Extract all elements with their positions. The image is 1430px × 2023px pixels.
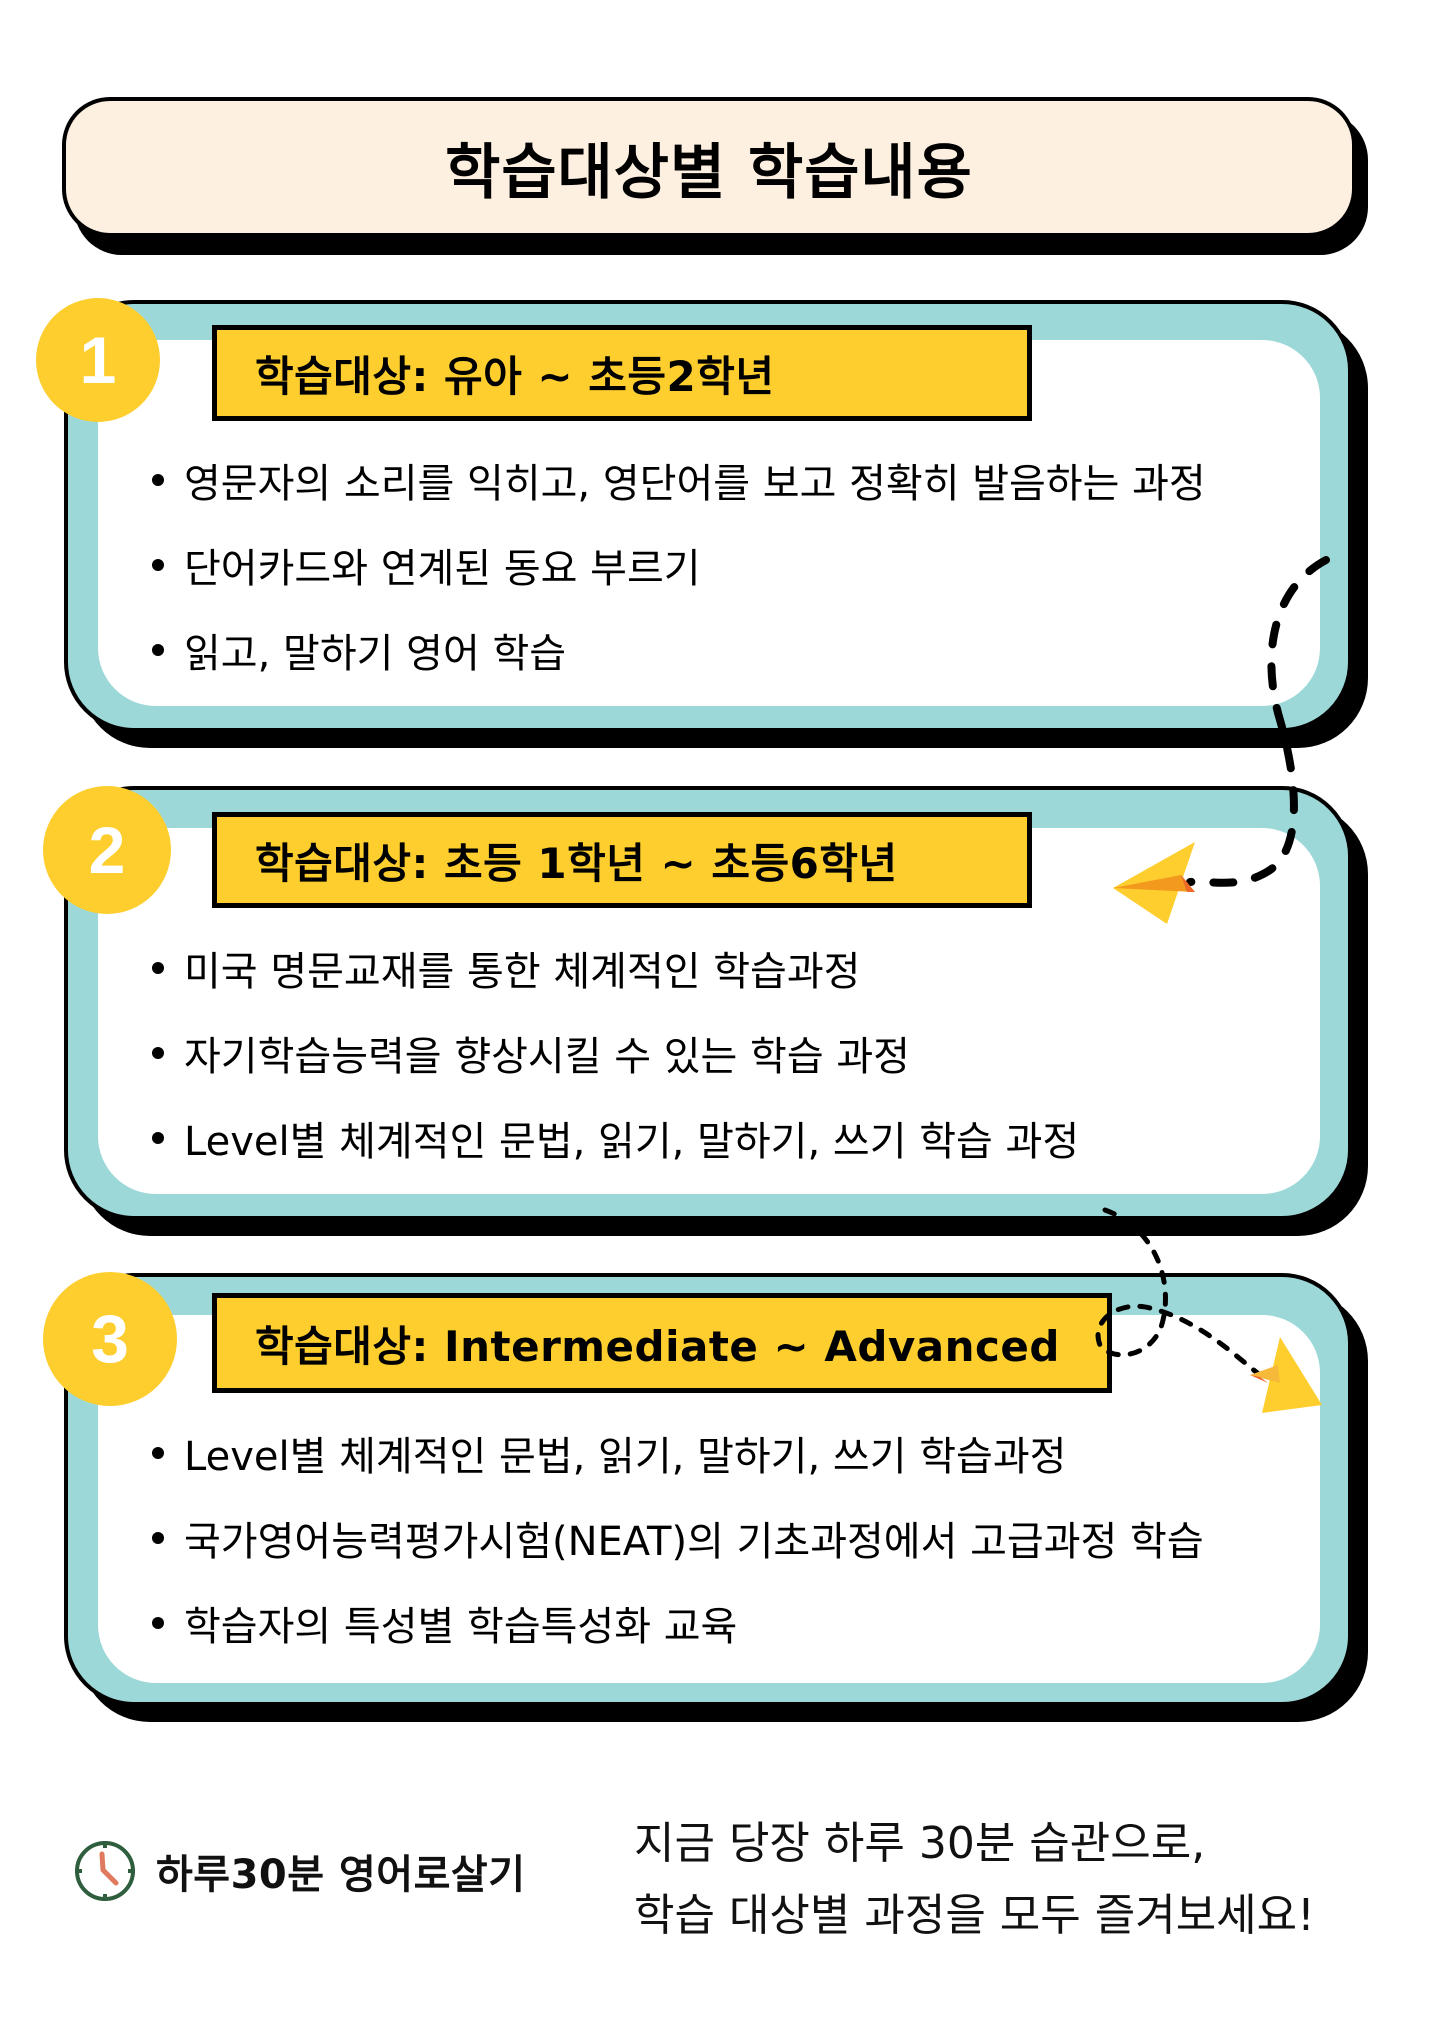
section-label-text: 학습대상: 유아 ~ 초등2학년	[255, 351, 775, 401]
bullet-icon	[152, 643, 164, 656]
slogan-line-1: 지금 당장 하루 30분 습관으로,	[634, 1818, 1206, 1869]
page-title: 학습대상별 학습내용	[445, 137, 973, 208]
list-item: 읽고, 말하기 영어 학습	[150, 607, 1206, 692]
clock-icon	[75, 1841, 135, 1901]
section-number-badge: 1	[36, 298, 160, 422]
bullet-icon	[152, 1616, 164, 1629]
bullet-icon	[152, 558, 164, 571]
bullet-icon	[152, 961, 164, 974]
list-item: 영문자의 소리를 익히고, 영단어를 보고 정확히 발음하는 과정	[150, 437, 1206, 522]
bullet-icon	[152, 1131, 164, 1144]
slogan-line-2: 학습 대상별 과정을 모두 즐겨보세요!	[634, 1890, 1315, 1941]
section-number-badge: 2	[43, 786, 171, 914]
brand-name: 하루30분 영어로살기	[156, 1852, 526, 1898]
slogan: 지금 당장 하루 30분 습관으로, 학습 대상별 과정을 모두 즐겨보세요!	[634, 1808, 1315, 1952]
list-item: 국가영어능력평가시험(NEAT)의 기초과정에서 고급과정 학습	[150, 1495, 1204, 1580]
bullet-icon	[152, 1446, 164, 1459]
list-item: Level별 체계적인 문법, 읽기, 말하기, 쓰기 학습과정	[150, 1410, 1204, 1495]
list-item: 자기학습능력을 향상시킬 수 있는 학습 과정	[150, 1010, 1079, 1095]
title-banner: 학습대상별 학습내용	[62, 97, 1356, 237]
section-item-list: 미국 명문교재를 통한 체계적인 학습과정 자기학습능력을 향상시킬 수 있는 …	[150, 925, 1079, 1180]
section-label: 학습대상: 유아 ~ 초등2학년	[212, 325, 1032, 421]
section-item-list: 영문자의 소리를 익히고, 영단어를 보고 정확히 발음하는 과정 단어카드와 …	[150, 437, 1206, 692]
section-label: 학습대상: 초등 1학년 ~ 초등6학년	[212, 812, 1032, 908]
bullet-icon	[152, 473, 164, 486]
section-label-text: 학습대상: Intermediate ~ Advanced	[255, 1321, 1060, 1371]
list-item: 미국 명문교재를 통한 체계적인 학습과정	[150, 925, 1079, 1010]
brand-logo: 하루30분 영어로살기	[72, 1838, 526, 1904]
list-item: 단어카드와 연계된 동요 부르기	[150, 522, 1206, 607]
section-label-text: 학습대상: 초등 1학년 ~ 초등6학년	[255, 838, 898, 888]
list-item: Level별 체계적인 문법, 읽기, 말하기, 쓰기 학습 과정	[150, 1095, 1079, 1180]
bullet-icon	[152, 1531, 164, 1544]
section-item-list: Level별 체계적인 문법, 읽기, 말하기, 쓰기 학습과정 국가영어능력평…	[150, 1410, 1204, 1665]
section-label: 학습대상: Intermediate ~ Advanced	[212, 1293, 1112, 1393]
bullet-icon	[152, 1046, 164, 1059]
list-item: 학습자의 특성별 학습특성화 교육	[150, 1580, 1204, 1665]
section-number-badge: 3	[43, 1272, 177, 1406]
